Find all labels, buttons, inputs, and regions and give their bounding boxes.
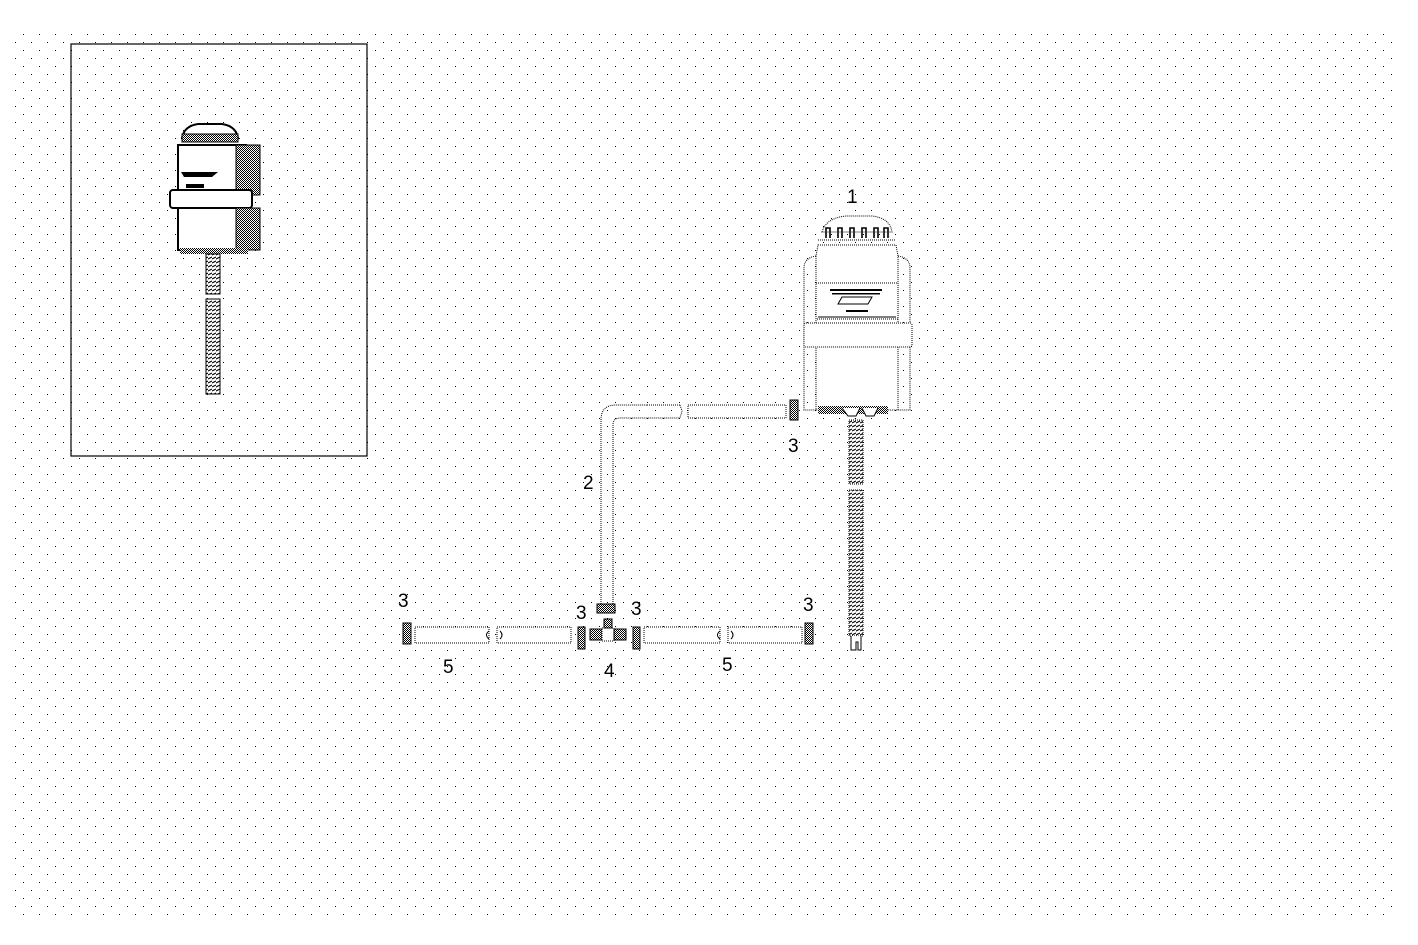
clamp-device-end <box>789 399 799 421</box>
inset-assembled-view <box>70 43 368 457</box>
device-coiled-hose <box>848 419 864 651</box>
callout-2-elbow-tube: 2 <box>583 473 594 494</box>
callout-5-tube-left: 5 <box>443 657 454 678</box>
callout-3-clamp-right: 3 <box>803 595 814 616</box>
callout-3-clamp-left: 3 <box>398 591 409 612</box>
callout-3-clamp-tee-right: 3 <box>631 599 642 620</box>
callout-1-device: 1 <box>847 187 858 208</box>
callout-3-clamp-tee-left: 3 <box>576 603 587 624</box>
device-canister <box>803 215 913 417</box>
callout-3-clamp-device: 3 <box>788 436 799 457</box>
callout-4-tee: 4 <box>604 661 615 682</box>
bottom-assembly <box>402 603 814 650</box>
elbow-tube <box>600 404 787 606</box>
callout-5-tube-right: 5 <box>722 655 733 676</box>
